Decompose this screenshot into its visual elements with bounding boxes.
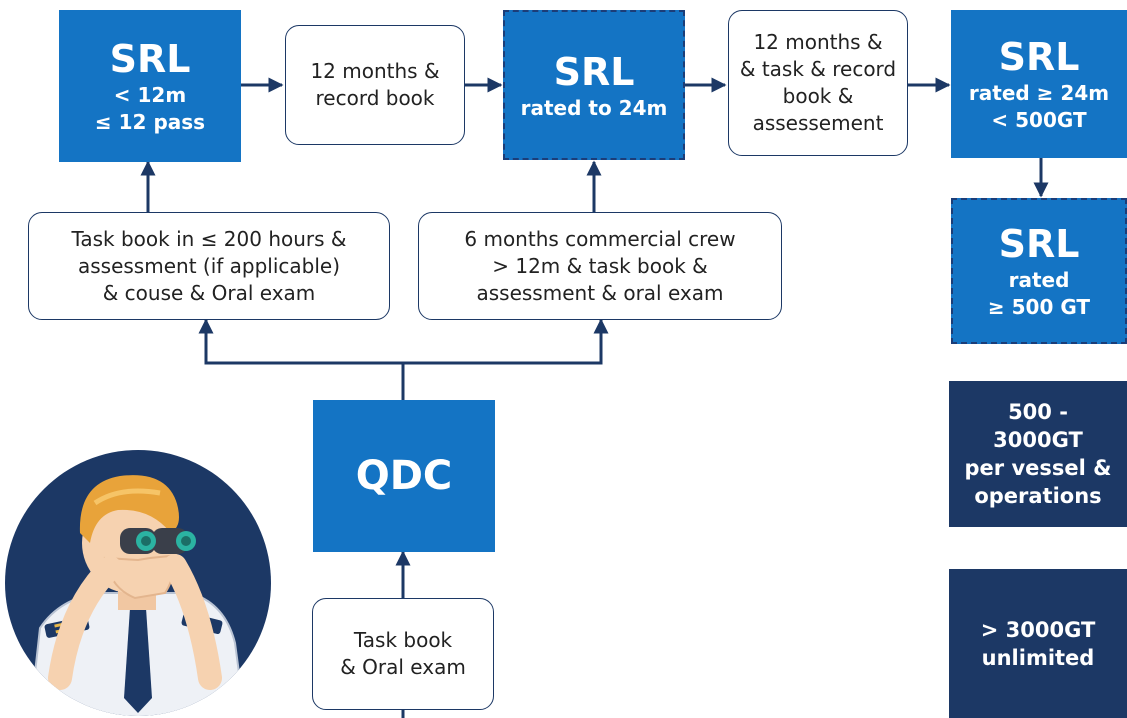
tier-500-3000gt-box: 500 - 3000GT per vessel & operations [949, 381, 1127, 527]
srl-length-limit: < 12m [113, 83, 187, 107]
srl-rated-500gt-box: SRL rated ≥ 500 GT [951, 198, 1127, 344]
srl-tonnage: < 500GT [991, 108, 1087, 132]
tier-text: operations [974, 484, 1102, 508]
tier-over-3000gt-box: > 3000GT unlimited [949, 569, 1127, 718]
requirement-text: 6 months commercial crew [464, 226, 736, 251]
qdc-branch-line-right [403, 318, 609, 365]
qdc-box: QDC [313, 400, 495, 552]
srl-title: SRL [998, 35, 1080, 79]
requirement-6-months-commercial-crew: 6 months commercial crew > 12m & task bo… [418, 212, 782, 320]
tier-text: > 3000GT [980, 617, 1096, 642]
requirement-text: 12 months & [310, 59, 440, 83]
srl-rating: rated ≥ 24m [968, 81, 1110, 105]
srl-rated-24m-box: SRL rated to 24m [503, 10, 685, 160]
requirement-task-book-oral-exam: Task book & Oral exam [312, 598, 494, 710]
requirement-text: & couse & Oral exam [102, 280, 316, 305]
binoculars-icon [120, 528, 196, 554]
requirement-text: & Oral exam [340, 655, 466, 679]
tier-text: 3000GT [993, 428, 1083, 452]
requirement-text: > 12m & task book & [492, 253, 708, 278]
requirement-text: assessment & oral exam [476, 280, 724, 305]
srl-rating: rated to 24m [520, 95, 668, 120]
srl-passenger-limit: ≤ 12 pass [94, 110, 206, 134]
requirement-text: book & [782, 84, 854, 108]
requirement-text: record book [315, 86, 435, 110]
srl-tonnage: ≥ 500 GT [987, 295, 1091, 319]
tier-text: unlimited [981, 645, 1095, 670]
tier-text: 500 - [1008, 400, 1068, 424]
srl-rated-24m-500gt-box: SRL rated ≥ 24m < 500GT [951, 10, 1127, 158]
requirement-task-book-200-hours: Task book in ≤ 200 hours & assessment (i… [28, 212, 390, 320]
requirement-text: assessement [752, 111, 884, 135]
srl-rating: rated [1008, 268, 1070, 292]
srl-title: SRL [998, 222, 1080, 266]
srl-title: SRL [553, 49, 635, 94]
requirement-text: assessment (if applicable) [77, 253, 341, 278]
requirement-12-months-task-record-assessment: 12 months & & task & record book & asses… [728, 10, 908, 156]
officer-tie [124, 608, 152, 713]
requirement-text: Task book in ≤ 200 hours & [71, 226, 347, 251]
qdc-title: QDC [355, 453, 453, 499]
requirement-text: & task & record [739, 57, 897, 81]
requirement-text: 12 months & [753, 30, 883, 54]
officer-binoculars-illustration [5, 450, 271, 716]
requirement-12-months-record-book: 12 months & record book [285, 25, 465, 145]
requirement-text: Task book [353, 628, 453, 652]
srl-title: SRL [109, 37, 191, 81]
qdc-branch-line [198, 318, 405, 400]
srl-under-12m-box: SRL < 12m ≤ 12 pass [59, 10, 241, 162]
tier-text: per vessel & [964, 456, 1112, 480]
